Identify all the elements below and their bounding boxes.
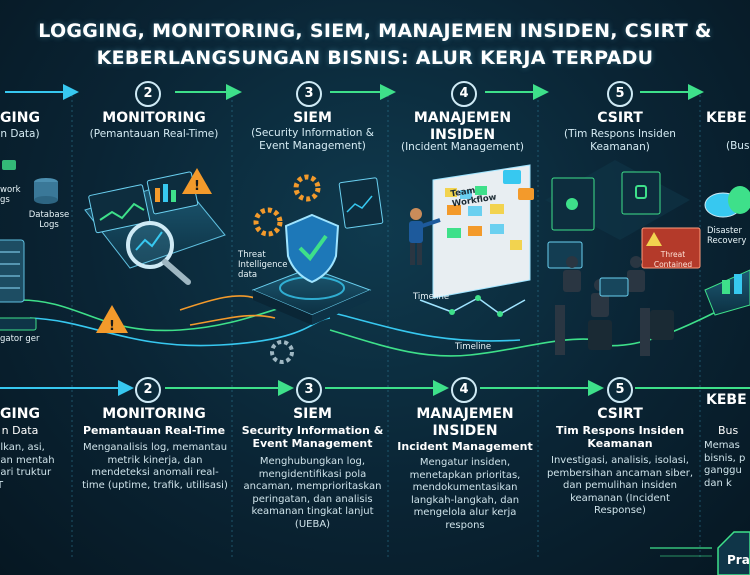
step-5-subtitle-top: (Tim Respons Insiden Keamanan) bbox=[564, 128, 676, 153]
step-5-subtitle-bottom: Tim Respons Insiden Keamanan bbox=[555, 424, 685, 450]
disaster-recovery-label: Disaster Recovery bbox=[707, 226, 747, 246]
step-4-subtitle-top: (Incident Management) bbox=[400, 141, 525, 153]
step-3-subtitle-top: (Security Information & Event Management… bbox=[251, 127, 374, 152]
step-1-subtitle-top: n Data) bbox=[0, 128, 40, 140]
corner-label: Pra bbox=[727, 553, 750, 567]
step-2-title-bottom: MONITORING bbox=[102, 406, 206, 422]
logging-illustration bbox=[0, 160, 58, 331]
step-3-number-bottom: 3 bbox=[296, 377, 322, 403]
step-2-number-top: 2 bbox=[135, 81, 161, 107]
step-2-number-bottom: 2 bbox=[135, 377, 161, 403]
step-4-number-bottom: 4 bbox=[451, 377, 477, 403]
step-5-title-bottom: CSIRT bbox=[597, 406, 643, 422]
step-2-subtitle-top: (Pemantauan Real-Time) bbox=[89, 128, 219, 140]
threat-contained-label: Threat Contained bbox=[653, 250, 693, 269]
step-3-desc-bottom: Menghubungkan log, mengidentifikasi pola… bbox=[243, 456, 382, 530]
monitoring-illustration: ! ! bbox=[84, 168, 226, 334]
step-1-subtitle-bottom: n Data bbox=[1, 424, 39, 437]
step-2-desc-bottom: Menganalisis log, memantau metrik kinerj… bbox=[82, 442, 228, 491]
step-1-desc-bottom: ulkan, asi, dan mentah dari truktur IT bbox=[0, 442, 55, 491]
step-3-number-top: 3 bbox=[296, 81, 322, 107]
incident-management-illustration bbox=[409, 164, 534, 317]
database-logs-label: Database Logs bbox=[28, 210, 70, 230]
step-6-title-bottom: KEBE bbox=[706, 392, 747, 408]
step-2-subtitle-bottom: Pemantauan Real-Time bbox=[82, 424, 226, 437]
threat-intel-label: Threat Intelligence data bbox=[238, 250, 288, 280]
step-3-title-bottom: SIEM bbox=[293, 406, 332, 422]
step-5-number-top: 5 bbox=[607, 81, 633, 107]
step-4-title-top: MANAJEMEN INSIDEN bbox=[413, 110, 512, 143]
step-6-subtitle-top: (Bus bbox=[726, 140, 750, 152]
continuity-illustration bbox=[704, 186, 750, 316]
step-5-title-top: CSIRT bbox=[597, 110, 643, 126]
siem-illustration bbox=[251, 174, 384, 364]
step-3-title-top: SIEM bbox=[293, 110, 332, 126]
step-2-title-top: MONITORING bbox=[102, 110, 206, 126]
csirt-illustration bbox=[545, 160, 701, 356]
corner-panel bbox=[650, 531, 750, 575]
timeline-label-1: Timeline bbox=[413, 292, 450, 302]
svg-text:!: ! bbox=[109, 319, 115, 334]
step-3-subtitle-bottom: Security Information & Event Management bbox=[241, 424, 384, 450]
step-6-title-top: KEBE bbox=[706, 110, 747, 126]
data-stream-lines bbox=[19, 295, 741, 357]
svg-text:!: ! bbox=[194, 179, 200, 194]
title-line-1: LOGGING, MONITORING, SIEM, MANAJEMEN INS… bbox=[38, 20, 712, 42]
step-4-desc-bottom: Mengatur insiden, menetapkan prioritas, … bbox=[409, 457, 521, 531]
step-1-title-bottom: GING bbox=[0, 406, 40, 422]
step-6-desc-bottom: Memas bisnis, p ganggu dan k bbox=[704, 440, 746, 489]
step-5-desc-bottom: Investigasi, analisis, isolasi, pembersi… bbox=[546, 455, 694, 516]
step-5-number-bottom: 5 bbox=[607, 377, 633, 403]
timeline-label-2: Timeline bbox=[455, 342, 492, 352]
step-1-title-top: GING bbox=[0, 110, 40, 126]
step-4-subtitle-bottom: Incident Management bbox=[397, 440, 533, 453]
step-6-subtitle-bottom: Bus bbox=[718, 424, 739, 437]
aggregator-label: gator ger bbox=[0, 334, 40, 344]
network-logs-label: work gs bbox=[0, 185, 21, 205]
step-4-title-bottom: MANAJEMEN INSIDEN bbox=[416, 406, 514, 439]
step-4-number-top: 4 bbox=[451, 81, 477, 107]
title-line-2: KEBERLANGSUNGAN BISNIS: ALUR KERJA TERPA… bbox=[96, 47, 654, 69]
